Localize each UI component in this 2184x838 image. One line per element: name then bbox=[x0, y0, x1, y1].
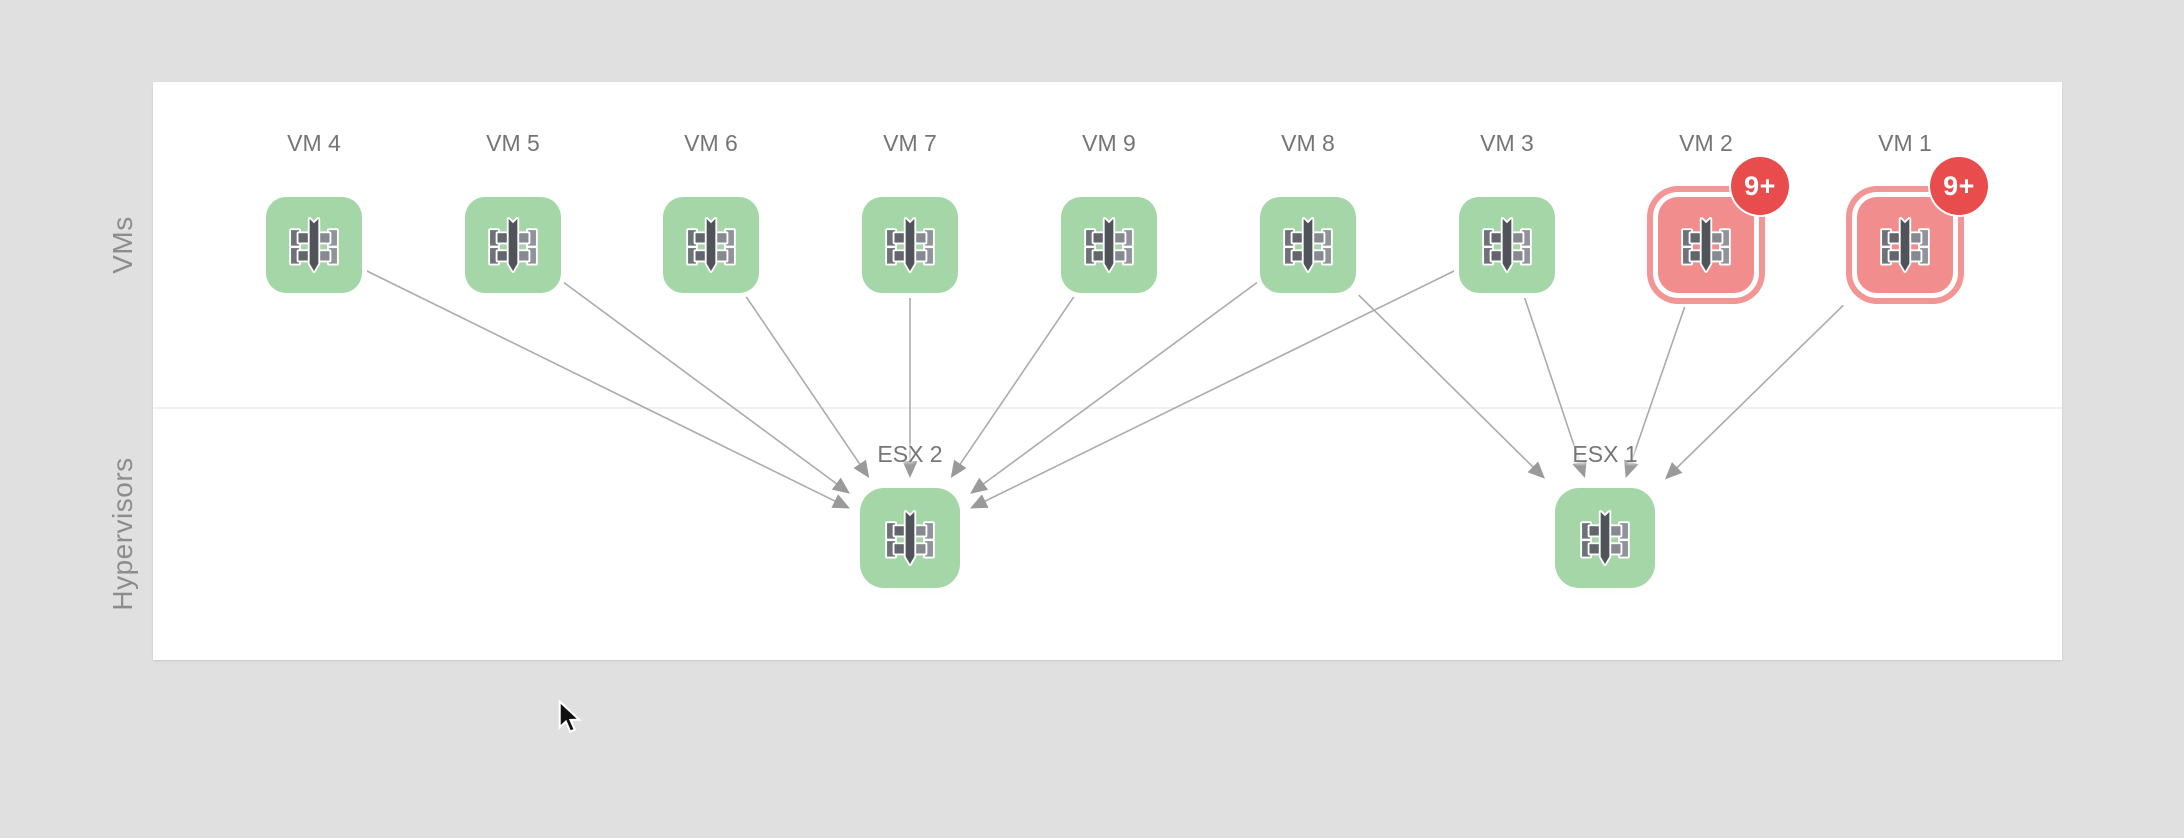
vm-chip-icon bbox=[488, 217, 538, 273]
arrowhead-vm7-esx2 bbox=[902, 461, 918, 478]
edge-vm8-esx2 bbox=[980, 281, 1258, 487]
vm-chip-icon bbox=[1084, 217, 1134, 273]
edge-vm8-esx1 bbox=[1358, 294, 1536, 470]
node-label-vm4: VM 4 bbox=[287, 130, 341, 156]
arrowhead-vm5-esx2 bbox=[831, 477, 850, 494]
node-vm8[interactable] bbox=[1260, 197, 1356, 293]
node-label-vm3: VM 3 bbox=[1480, 130, 1534, 156]
node-esx1[interactable] bbox=[1555, 488, 1655, 588]
arrowhead-vm9-esx2 bbox=[950, 459, 967, 478]
lane-divider bbox=[153, 407, 2062, 409]
node-vm7[interactable] bbox=[862, 197, 958, 293]
vm-chip-icon bbox=[289, 217, 339, 273]
edge-vm4-esx2 bbox=[364, 269, 838, 504]
vm-chip-icon bbox=[1580, 510, 1630, 566]
vm-chip-icon bbox=[885, 217, 935, 273]
vm-chip-icon bbox=[1681, 217, 1731, 273]
node-label-vm6: VM 6 bbox=[684, 130, 738, 156]
vm-chip-icon bbox=[1283, 217, 1333, 273]
node-vm9[interactable] bbox=[1061, 197, 1157, 293]
edge-vm2-esx1 bbox=[1629, 306, 1686, 466]
node-vm3[interactable] bbox=[1459, 197, 1555, 293]
vm-chip-icon bbox=[1482, 217, 1532, 273]
edge-vm3-esx2 bbox=[982, 269, 1457, 504]
problem-count-badge[interactable]: 9+ bbox=[1930, 157, 1988, 215]
arrowhead-vm1-esx1 bbox=[1665, 462, 1683, 480]
arrowhead-vm3-esx2 bbox=[970, 494, 989, 509]
node-vm6[interactable] bbox=[663, 197, 759, 293]
edge-vm1-esx1 bbox=[1674, 304, 1844, 471]
node-label-vm1: VM 1 bbox=[1878, 130, 1932, 156]
node-vm1[interactable]: 9+ bbox=[1857, 157, 1988, 293]
arrowhead-vm8-esx2 bbox=[970, 477, 989, 494]
arrowhead-vm2-esx1 bbox=[1624, 459, 1639, 478]
arrowhead-vm6-esx2 bbox=[853, 459, 870, 478]
vm-chip-icon bbox=[1880, 217, 1930, 273]
node-vm5[interactable] bbox=[465, 197, 561, 293]
node-vm2[interactable]: 9+ bbox=[1658, 157, 1789, 293]
edge-vm5-esx2 bbox=[563, 281, 840, 487]
node-label-vm9: VM 9 bbox=[1082, 130, 1136, 156]
node-esx2[interactable] bbox=[860, 488, 960, 588]
edge-vm9-esx2 bbox=[957, 295, 1076, 467]
mouse-pointer-icon bbox=[558, 700, 582, 733]
problem-count-badge[interactable]: 9+ bbox=[1731, 157, 1789, 215]
node-label-vm2: VM 2 bbox=[1679, 130, 1733, 156]
edge-vm3-esx1 bbox=[1523, 295, 1582, 465]
node-label-vm5: VM 5 bbox=[486, 130, 540, 156]
node-label-vm8: VM 8 bbox=[1281, 130, 1335, 156]
vm-chip-icon bbox=[686, 217, 736, 273]
arrowhead-vm4-esx2 bbox=[831, 494, 850, 509]
vm-chip-icon bbox=[885, 510, 935, 566]
arrowhead-vm8-esx1 bbox=[1527, 461, 1545, 479]
node-label-esx2: ESX 2 bbox=[877, 441, 943, 467]
node-label-esx1: ESX 1 bbox=[1572, 441, 1638, 467]
arrowhead-vm3-esx1 bbox=[1572, 459, 1587, 478]
node-vm4[interactable] bbox=[266, 197, 362, 293]
edge-vm6-esx2 bbox=[744, 295, 863, 467]
node-label-vm7: VM 7 bbox=[883, 130, 937, 156]
